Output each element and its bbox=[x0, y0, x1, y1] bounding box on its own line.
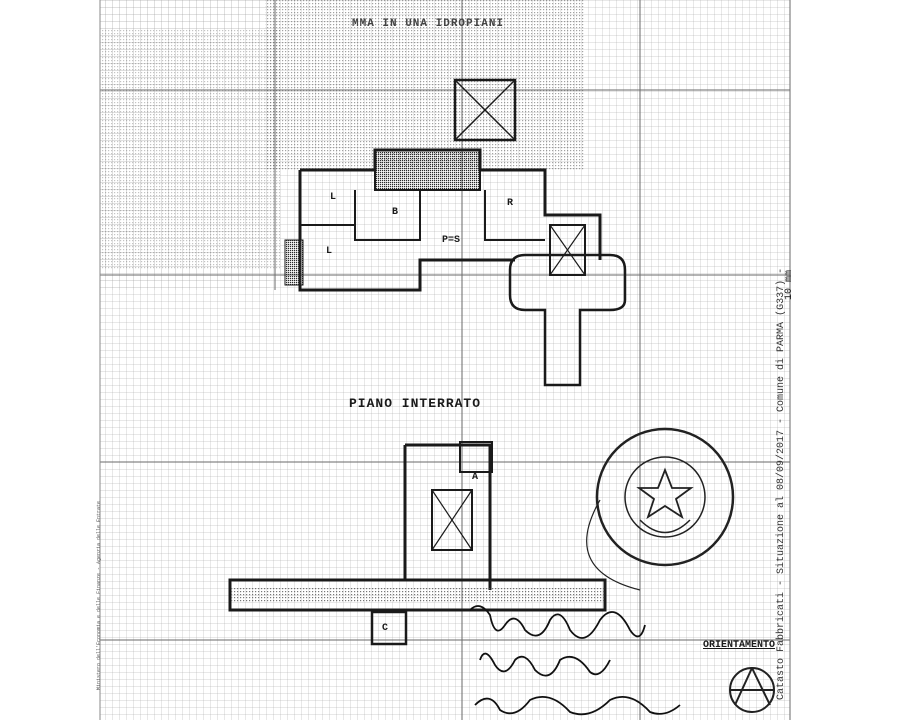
room-label-b: B bbox=[392, 207, 399, 218]
orientation-label: ORIENTAMENTO bbox=[703, 640, 776, 651]
room-label-a: A bbox=[472, 472, 479, 483]
basement-plan-title: PIANO INTERRATO bbox=[349, 396, 482, 411]
basement-floor-plan bbox=[228, 441, 607, 646]
upper-hatch bbox=[265, 0, 585, 170]
room-label-c: C bbox=[382, 623, 389, 634]
notary-seal bbox=[586, 427, 735, 591]
upper-floor-plan bbox=[284, 78, 627, 387]
room-label-ps: P=S bbox=[442, 235, 461, 246]
room-label-l2: L bbox=[326, 246, 333, 257]
agency-margin-text: Ministero dell'Economia e delle Finanze … bbox=[96, 500, 102, 690]
handwritten-signatures bbox=[469, 605, 681, 716]
room-label-l1: L bbox=[330, 192, 337, 203]
orientation-compass bbox=[729, 667, 775, 713]
room-label-r: R bbox=[507, 198, 514, 209]
upper-plan-title: MMA IN UNA IDROPIANI bbox=[352, 18, 505, 30]
cadastral-footer: Catasto Fabbricati - Situazione al 08/09… bbox=[776, 267, 787, 700]
